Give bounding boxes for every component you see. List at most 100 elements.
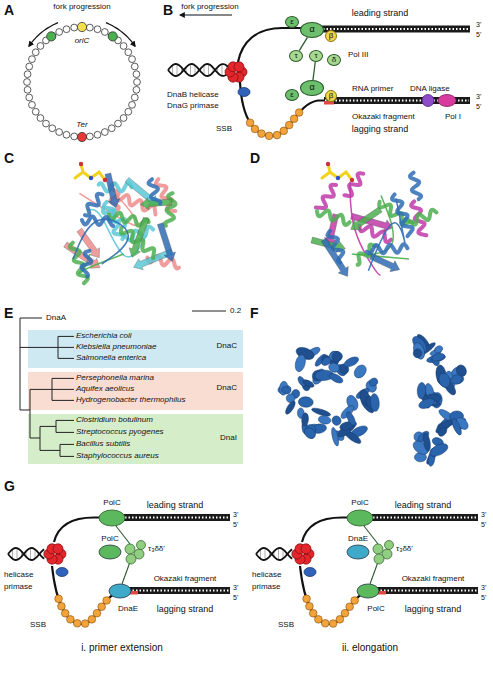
- annotation-label: lagging strand: [157, 604, 214, 614]
- panel-letter: D: [250, 150, 260, 166]
- polc-shape: [99, 545, 121, 559]
- annotation-label: primase: [252, 582, 280, 591]
- species-name: Hydrogenobacter thermophilus: [76, 396, 185, 405]
- alpha-helix: [316, 183, 340, 212]
- annotation-label: fork progression: [53, 2, 110, 11]
- tree-branch: [30, 438, 40, 439]
- helicase-subunit: [301, 544, 311, 554]
- ribbon-blob: [417, 382, 426, 399]
- ligase-shape: [422, 95, 434, 107]
- ssb-bead: [67, 616, 75, 624]
- annotation-label: SSB: [278, 620, 294, 629]
- terminus-dot: [77, 132, 86, 141]
- panel-letter: A: [4, 2, 14, 18]
- ssb-bead: [303, 595, 311, 603]
- subunit-label: α: [309, 83, 314, 93]
- chromosome-bead: [29, 56, 36, 63]
- chromosome-bead: [115, 120, 122, 127]
- ssb-bead: [103, 597, 111, 605]
- duplex-stripes: [129, 590, 229, 592]
- panel-letter: B: [163, 2, 173, 18]
- ssb-bead: [258, 130, 266, 138]
- chromosome-bead: [101, 29, 108, 36]
- ssb-bead: [315, 616, 323, 624]
- species-name: Aquifex aeolicus: [76, 385, 134, 394]
- origin-dot: [77, 22, 86, 31]
- subunit-label: β: [329, 32, 334, 41]
- clade-band-fill: [28, 372, 243, 410]
- chromosome-bead: [43, 120, 50, 127]
- ribbon-blob: [437, 426, 449, 438]
- ssb-bead: [285, 121, 293, 129]
- panel-caption: ii. elongation: [342, 642, 398, 654]
- linker-line: [313, 62, 315, 80]
- central-channel: [320, 385, 340, 405]
- species-name: Salmonella enterica: [76, 354, 146, 363]
- alpha-helix: [148, 178, 161, 205]
- ssb-bead: [58, 602, 66, 610]
- beta-strand: [319, 236, 353, 279]
- ssb-bead: [81, 620, 89, 628]
- primase-shape: [238, 88, 250, 97]
- chromosome-bead: [29, 101, 36, 108]
- annotation-label: PolC: [101, 534, 118, 543]
- dna-backbone: [256, 548, 292, 560]
- annotation-label: fork progression: [181, 2, 238, 11]
- bead-guide: [52, 566, 132, 624]
- dna-backbone: [168, 64, 228, 76]
- chromosome-bead: [94, 26, 101, 33]
- subunit-oval: β: [325, 30, 337, 42]
- subunit-label: δ: [332, 56, 336, 65]
- tree-branch: [58, 358, 74, 359]
- alpha-helix: [367, 244, 408, 254]
- chromosome-bead: [133, 71, 140, 78]
- ribbon-blob: [345, 410, 357, 426]
- ribbon-blob: [343, 355, 361, 369]
- clade-band: Escherichia coliKlebsiella pneumoniaeSal…: [28, 330, 243, 368]
- loop-coil: [368, 199, 404, 271]
- species-name: Clostridium botulinum: [76, 416, 153, 425]
- chromosome-bead: [120, 115, 127, 122]
- ribbon-blob: [417, 397, 435, 411]
- clamp-loader-subunit: [137, 541, 146, 550]
- beta-strand: [155, 222, 179, 263]
- tree-branch: [56, 432, 74, 433]
- tree-branch: [20, 347, 58, 348]
- tree-branch: [20, 318, 42, 319]
- tree-branch: [192, 311, 226, 312]
- clamp-loader-subunit: [385, 541, 394, 550]
- chromosome-bead: [125, 108, 132, 115]
- ssb-bead: [88, 616, 96, 624]
- duplex-stripes: [125, 517, 229, 519]
- ribbon-blob: [363, 394, 379, 412]
- annotation-label: PolC: [103, 498, 120, 507]
- base-pair-rung: [278, 548, 279, 560]
- ssb-bead: [93, 609, 101, 617]
- ribbon-blob: [422, 432, 432, 451]
- ssb-bead: [265, 132, 273, 140]
- ribbon-blob: [428, 441, 450, 459]
- dna-duplex: [322, 26, 470, 33]
- ssb-bead: [336, 616, 344, 624]
- dna-duplex: [372, 514, 478, 521]
- subunit-label: τ: [294, 52, 297, 61]
- ribbon-blob: [370, 393, 380, 411]
- chromosome-bead: [24, 79, 31, 86]
- tree-branch: [40, 426, 56, 427]
- annotation-label: 3': [481, 584, 486, 592]
- clade-name: DnaC: [217, 342, 237, 351]
- ssb-bead: [251, 125, 259, 133]
- annotation-label: 3': [233, 584, 238, 592]
- replisome-dot: [47, 32, 56, 41]
- dna-duplex: [128, 587, 230, 594]
- tree-branch: [20, 318, 21, 410]
- base-pair-rung: [222, 64, 223, 76]
- loop-coil: [73, 219, 128, 264]
- linker-line: [299, 37, 307, 50]
- clade-band-group: [28, 330, 243, 464]
- primase-shape: [304, 568, 316, 577]
- chromosome-bead: [49, 125, 56, 132]
- chromosome-bead: [63, 131, 70, 138]
- annotation-label: 5': [481, 521, 486, 529]
- base-pair-rung: [265, 548, 266, 560]
